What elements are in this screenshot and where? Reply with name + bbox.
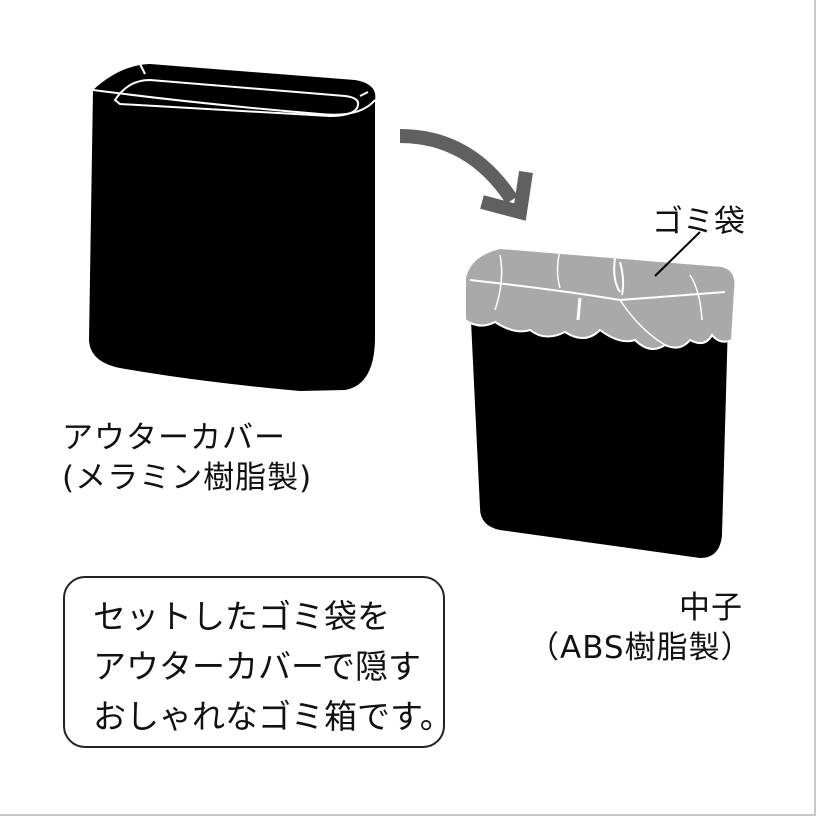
description-line-3: おしゃれなゴミ箱です。: [93, 697, 453, 736]
outer-cover-name: アウターカバー: [62, 420, 286, 456]
curved-arrow-icon: [399, 129, 533, 221]
description-line-1: セットしたゴミ袋を: [93, 597, 390, 636]
frame-edge-bottom: [0, 814, 816, 816]
bag-leader-line: [654, 231, 701, 277]
trash-bag-illustration: [464, 231, 737, 350]
outer-cover-illustration: [89, 63, 376, 391]
inner-bin-illustration: [470, 300, 728, 558]
outer-cover-label: アウターカバー (メラミン樹脂製): [62, 418, 312, 498]
inner-bin-name: 中子: [679, 590, 743, 626]
inner-bin-label: 中子 （ABS樹脂製）: [528, 588, 753, 668]
description-box: セットしたゴミ袋を アウターカバーで隠す おしゃれなゴミ箱です。: [63, 576, 453, 748]
frame-edge-right: [814, 0, 816, 816]
inner-bin-material: （ABS樹脂製）: [528, 630, 753, 666]
description-line-2: アウターカバーで隠す: [93, 647, 422, 686]
outer-cover-material: (メラミン樹脂製): [62, 460, 313, 496]
trash-bag-label: ゴミ袋: [652, 204, 745, 240]
